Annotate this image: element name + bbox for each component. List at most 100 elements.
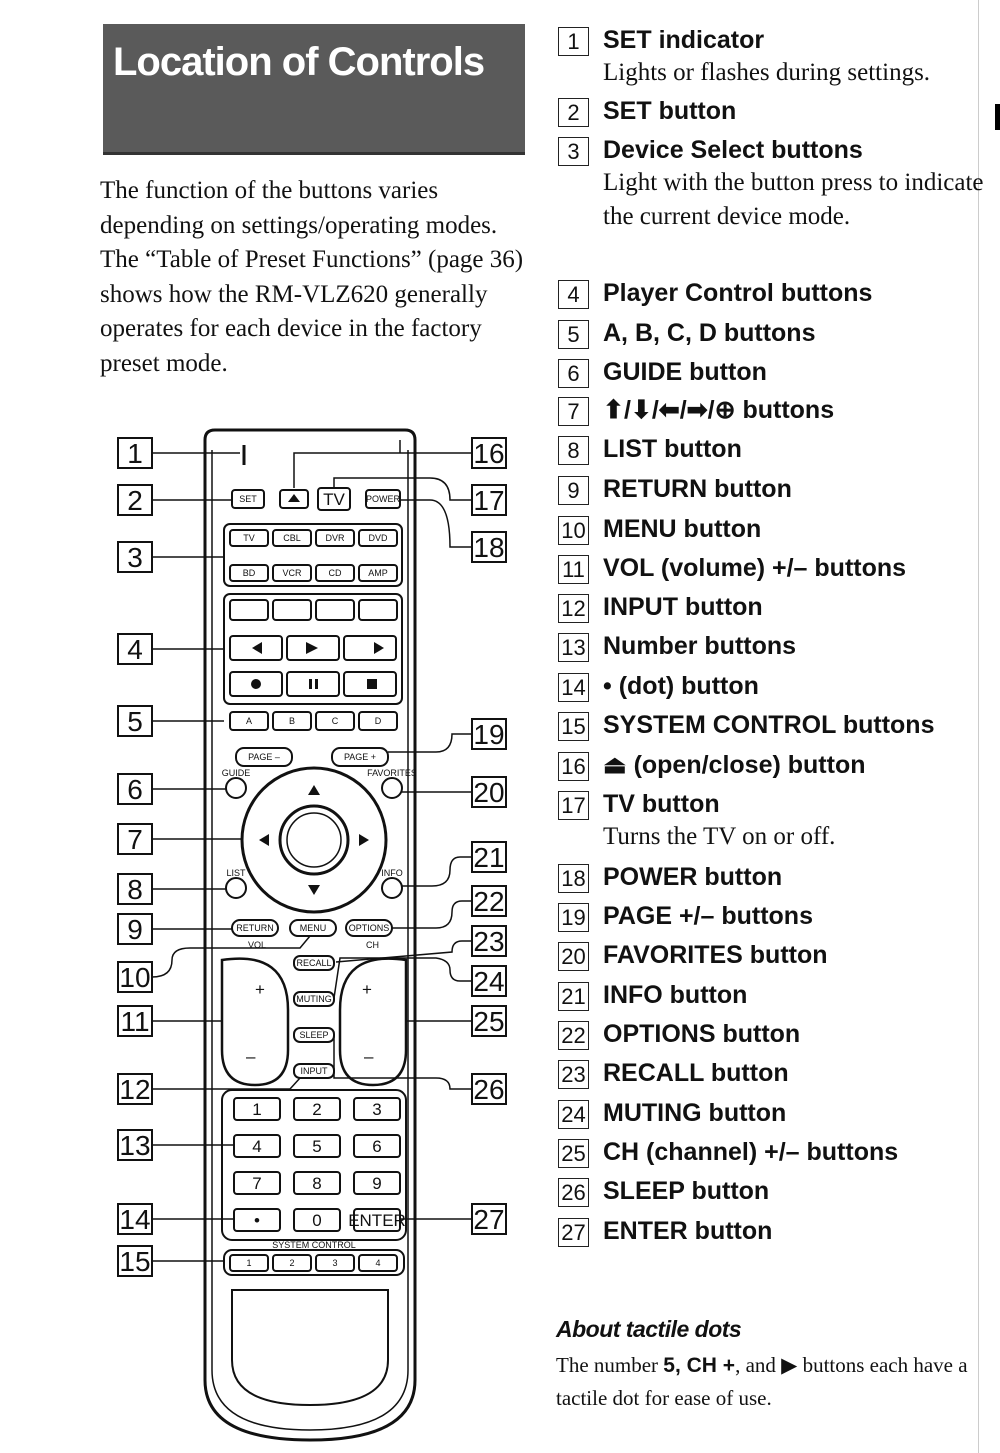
next-track-button[interactable] (358, 599, 398, 621)
control-title: A, B, C, D buttons (603, 319, 816, 347)
system-s3-button[interactable] (315, 1254, 355, 1272)
control-title: FAVORITES button (603, 941, 828, 969)
device-cd-button[interactable] (315, 564, 355, 582)
number-n8-button[interactable] (293, 1171, 341, 1195)
callout-box-23 (471, 925, 507, 957)
control-title: TV button (603, 790, 720, 818)
number-n9-button[interactable] (353, 1171, 401, 1195)
color-c-button[interactable] (315, 711, 355, 731)
power-button[interactable] (365, 489, 401, 509)
list-button[interactable] (225, 877, 247, 899)
advance-button[interactable] (315, 599, 355, 621)
device-dvr-button[interactable] (315, 529, 355, 547)
set-label: SET (239, 494, 257, 504)
control-number: 24 (558, 1100, 589, 1129)
play-icon (306, 642, 318, 654)
leader-line-26 (333, 1035, 472, 1090)
system-s4-button[interactable] (358, 1254, 398, 1272)
replay-button[interactable] (272, 599, 312, 621)
device-cbl-button[interactable] (272, 529, 312, 547)
arrow-left-icon (259, 834, 269, 846)
page-plus-button[interactable] (331, 747, 389, 767)
dpad-center (278, 804, 350, 876)
color-b-button[interactable] (272, 711, 312, 731)
remote-body (203, 428, 417, 1442)
callout-17: 17 (473, 485, 504, 516)
guide-label: GUIDE (222, 768, 251, 778)
return-button[interactable] (231, 919, 279, 937)
number-n0-button[interactable] (293, 1208, 341, 1232)
tactile-text-1: The number (556, 1353, 664, 1377)
page-minus-button[interactable] (235, 747, 293, 767)
muting-button[interactable] (293, 991, 335, 1007)
leader-line-17 (333, 477, 472, 501)
set-button[interactable] (231, 489, 265, 509)
pause-button[interactable] (286, 671, 340, 697)
number-n5-button[interactable] (293, 1134, 341, 1158)
options-label: OPTIONS (349, 923, 390, 933)
recall-label: RECALL (296, 958, 331, 968)
tactile-title: About tactile dots (556, 1316, 742, 1342)
callout-box-7 (117, 823, 153, 855)
callout-21: 21 (473, 842, 504, 873)
intro-text: The function of the buttons varies depen… (100, 174, 530, 381)
pause-icon (309, 679, 312, 689)
color-d-button[interactable] (358, 711, 398, 731)
device-bd-button[interactable] (229, 564, 269, 582)
control-number: 6 (558, 359, 589, 388)
ch-plus-icon: + (362, 980, 372, 999)
fast-forward-button[interactable] (343, 635, 397, 661)
number-n4-label: 4 (252, 1137, 261, 1156)
control-number: 16 (558, 752, 589, 781)
system-s4-label: 4 (375, 1258, 380, 1268)
system-s2-button[interactable] (272, 1254, 312, 1272)
favorites-button[interactable] (381, 777, 403, 799)
callout-box-15 (117, 1245, 153, 1277)
ch-rocker (338, 957, 408, 1087)
prev-track-button[interactable] (229, 599, 269, 621)
number-n6-button[interactable] (353, 1134, 401, 1158)
callout-box-22 (471, 885, 507, 917)
control-title: LIST button (603, 435, 742, 463)
tactile-text-2: , and (735, 1353, 782, 1377)
callout-box-25 (471, 1005, 507, 1037)
info-button[interactable] (381, 877, 403, 899)
number-pad-panel (221, 1089, 407, 1241)
number-dot-button[interactable] (233, 1208, 281, 1232)
guide-button[interactable] (225, 777, 247, 799)
control-title: SLEEP button (603, 1177, 770, 1205)
header-rule (103, 152, 525, 155)
device-tv-label: TV (243, 533, 255, 543)
callout-box-8 (117, 873, 153, 905)
number-n3-button[interactable] (353, 1097, 401, 1121)
eject-icon (288, 494, 300, 502)
number-n7-button[interactable] (233, 1171, 281, 1195)
number-dot-label: • (254, 1211, 260, 1230)
vol-plus-icon: + (255, 980, 265, 999)
intro-paragraph-1: The function of the buttons varies depen… (100, 177, 498, 239)
number-n0-label: 0 (312, 1211, 321, 1230)
color-a-button[interactable] (229, 711, 269, 731)
leader-line-19 (388, 733, 472, 753)
device-dvd-button[interactable] (358, 529, 398, 547)
number-n1-button[interactable] (233, 1097, 281, 1121)
menu-button[interactable] (289, 919, 337, 937)
number-n2-button[interactable] (293, 1097, 341, 1121)
remote-bottom-cover (231, 1289, 389, 1407)
system-s1-button[interactable] (229, 1254, 269, 1272)
number-n4-button[interactable] (233, 1134, 281, 1158)
device-tv-button[interactable] (229, 529, 269, 547)
recall-button[interactable] (293, 955, 335, 971)
control-title: RECALL button (603, 1059, 789, 1087)
callout-7: 7 (127, 824, 143, 855)
number-enter-label: ENTER (348, 1211, 406, 1230)
number-enter-button[interactable] (353, 1208, 401, 1232)
device-amp-button[interactable] (358, 564, 398, 582)
callout-box-18 (471, 531, 507, 563)
callout-13: 13 (119, 1130, 150, 1161)
device-vcr-button[interactable] (272, 564, 312, 582)
